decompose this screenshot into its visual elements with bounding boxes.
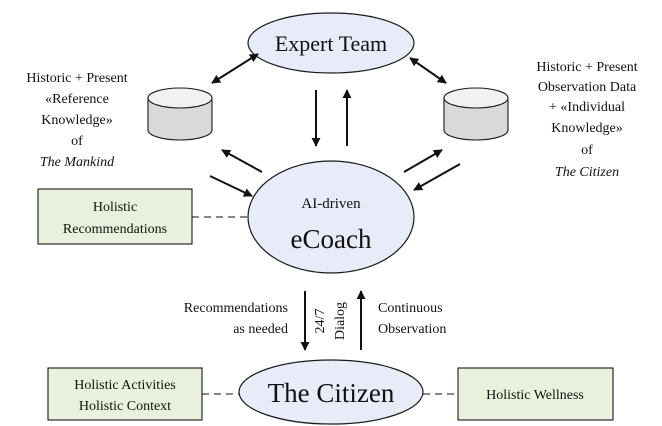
expert-team-label: Expert Team [275,31,387,56]
recommendations-line1: Recommendations [184,301,288,316]
right-db-line6: The Citizen [555,165,619,180]
arrow-expert-left-db [211,53,259,84]
arrow-ecoach-to-left-db [221,149,263,173]
left-db-line5: The Mankind [40,155,115,170]
arrow-expert-right-db [409,57,447,84]
holistic-recommendations-line1: Holistic [93,200,137,215]
reference-knowledge-database-icon [147,87,213,141]
ecoach-title: eCoach [291,224,372,254]
left-db-line2: «Reference [45,92,109,107]
citizen-label: The Citizen [268,378,395,408]
observation-data-database-icon [443,87,509,141]
right-database-label: Historic + Present Observation Data + «I… [536,60,637,180]
right-db-line3: + «Individual [549,100,625,115]
holistic-wellness-label: Holistic Wellness [486,388,584,403]
ecoach-subtitle: AI-driven [301,196,361,212]
continuous-line1: Continuous [378,301,443,316]
arrow-right-db-to-ecoach [413,163,461,191]
expert-team-node: Expert Team [247,12,415,74]
right-db-line1: Historic + Present [536,60,637,75]
arrow-left-db-to-ecoach [209,175,253,197]
continuous-line2: Observation [378,322,446,337]
right-db-line4: Knowledge» [551,121,623,136]
right-db-line5: of [581,143,593,158]
left-db-line3: Knowledge» [41,113,113,128]
holistic-activities-line2: Holistic Context [79,399,171,414]
label-dialog: Dialog [333,302,348,340]
label-24-7: 24/7 [313,309,328,334]
holistic-recommendations-box: Holistic Recommendations [37,188,193,245]
left-database-label: Historic + Present «Reference Knowledge»… [26,71,127,170]
recommendations-label: Recommendations as needed [184,301,288,337]
arrow-ecoach-to-right-db [403,149,443,173]
left-db-line4: of [71,134,83,149]
continuous-observation-label: Continuous Observation [378,301,446,337]
left-db-line1: Historic + Present [26,71,127,86]
right-db-line2: Observation Data [538,80,637,95]
holistic-activities-box: Holistic Activities Holistic Context [47,367,203,421]
citizen-node: The Citizen [238,359,424,425]
holistic-activities-line1: Holistic Activities [74,378,176,393]
recommendations-line2: as needed [233,322,288,337]
holistic-wellness-box: Holistic Wellness [457,367,614,421]
ecoach-node: AI-driven eCoach [247,160,415,274]
holistic-recommendations-line2: Recommendations [63,222,167,237]
